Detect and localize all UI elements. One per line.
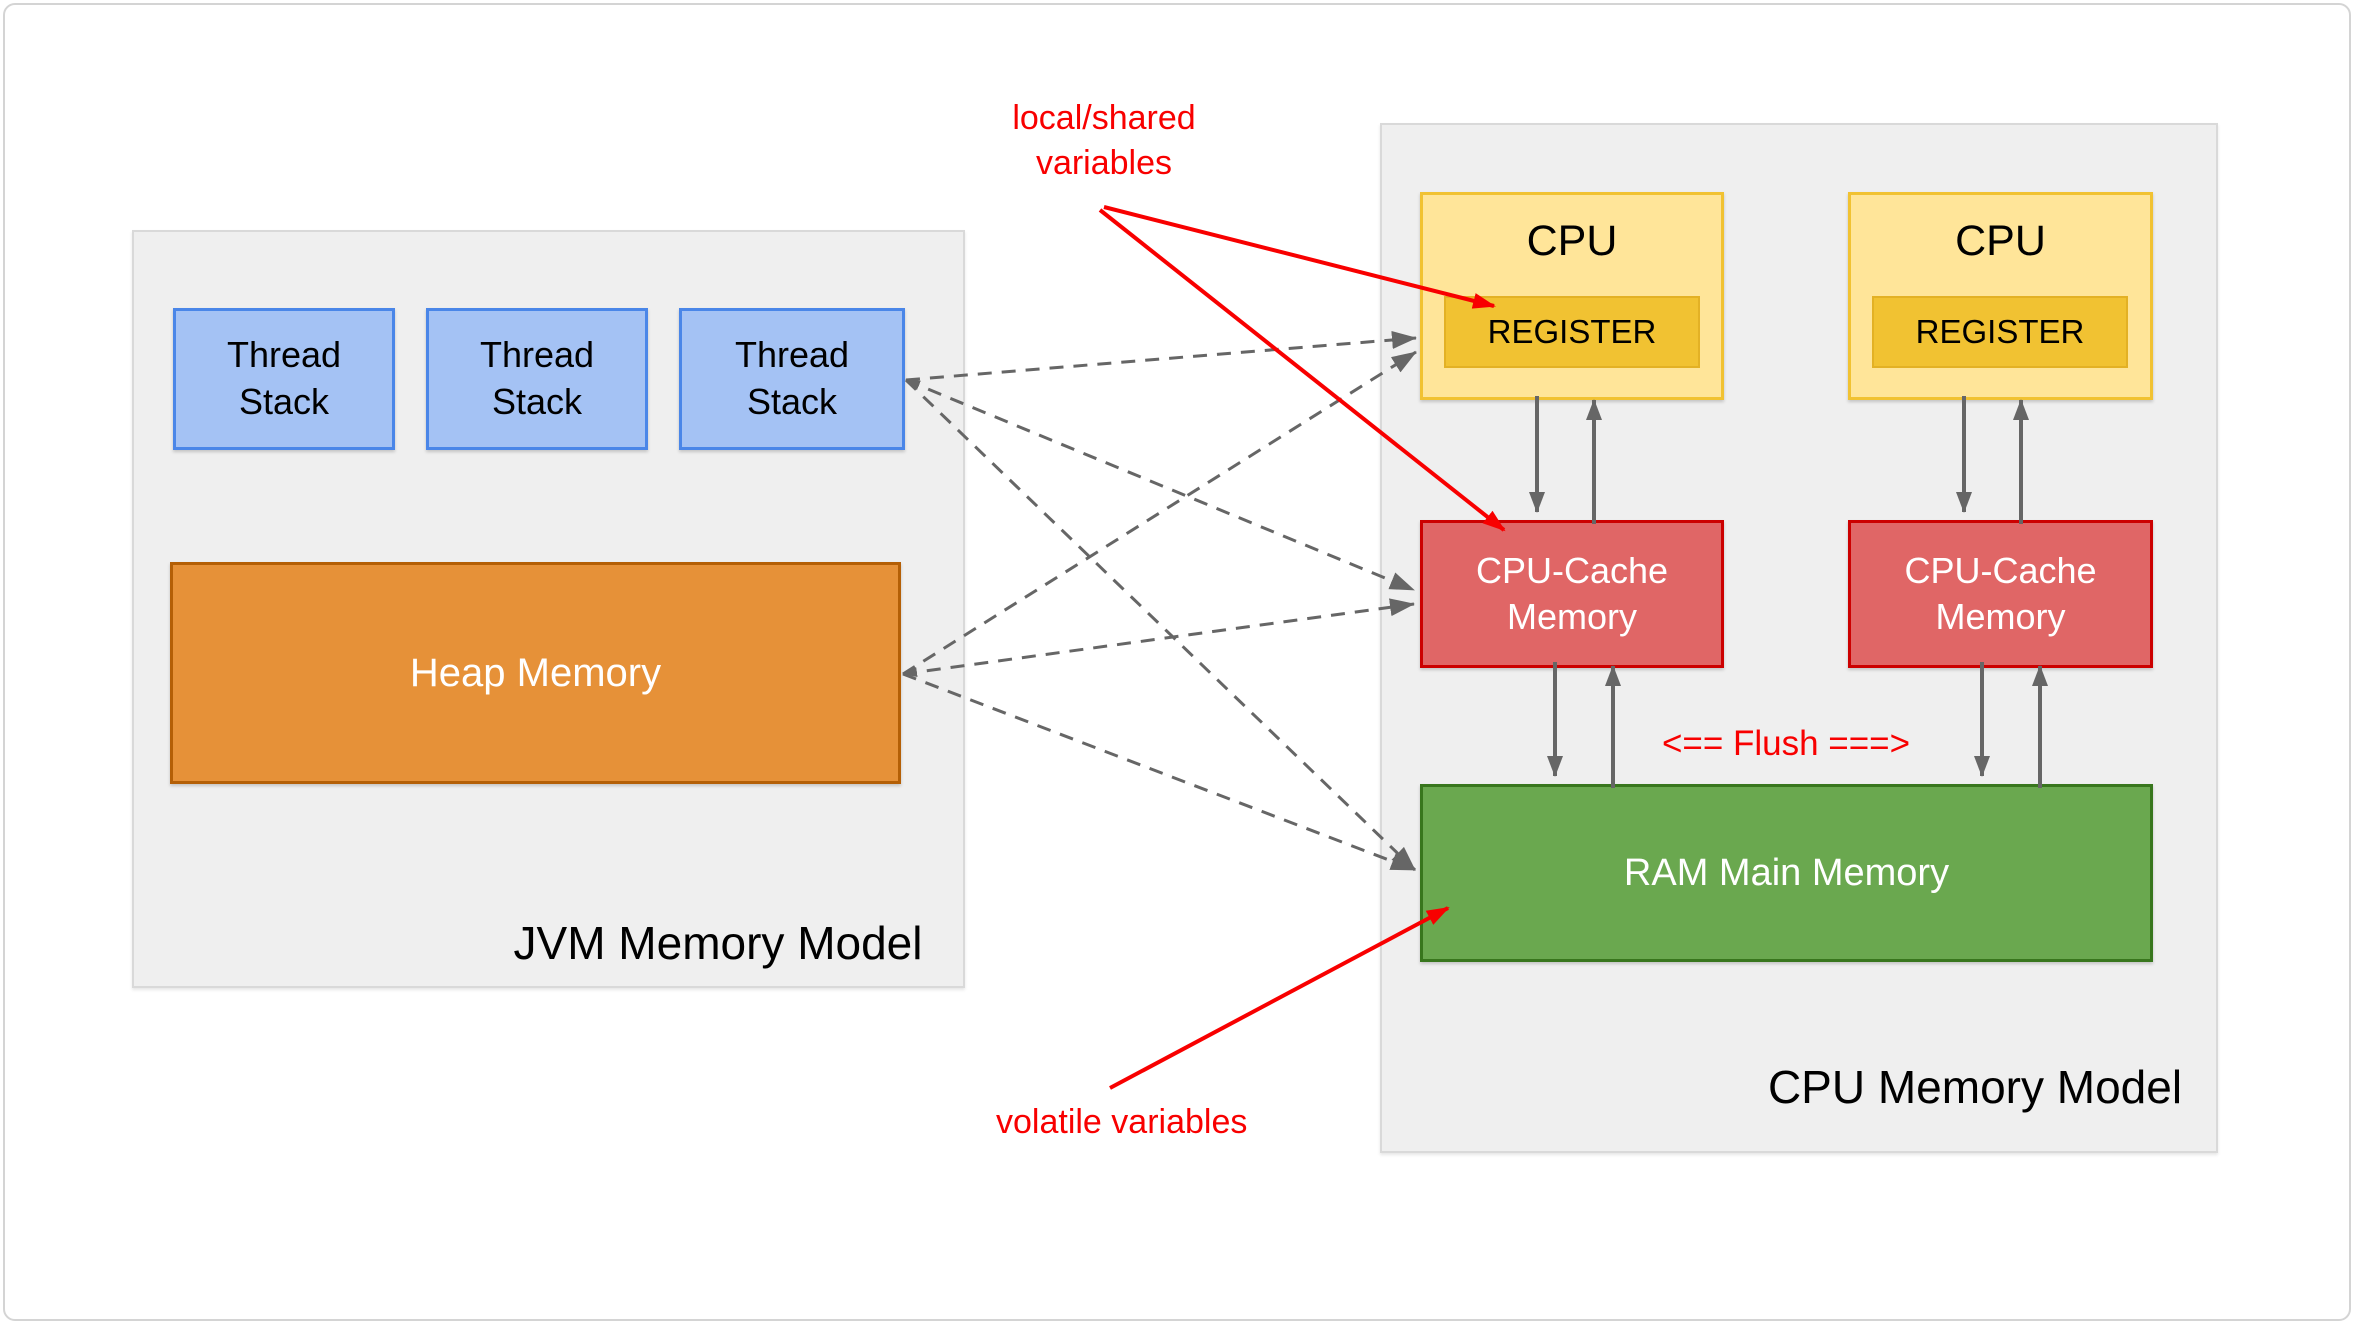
register-label-1: REGISTER xyxy=(1487,313,1657,350)
cpu-label-1: CPU xyxy=(1526,217,1618,265)
local-shared-variables-annotation: local/shared variables xyxy=(1012,99,1196,182)
cpu-cache-box-2: CPU-Cache Memory xyxy=(1848,520,2153,668)
flush-annotation: <== Flush ===> xyxy=(1661,724,1911,763)
volatile-variables-annotation: volatile variables xyxy=(996,1103,1248,1141)
thread-stack-box-2: Thread Stack xyxy=(426,308,648,450)
thread-stack-box-3: Thread Stack xyxy=(679,308,905,450)
jvm-panel-title: JVM Memory Model xyxy=(513,917,923,969)
register-box-1: REGISTER xyxy=(1444,296,1700,368)
heap-memory-label: Heap Memory xyxy=(409,650,662,695)
thread-stack-label-3: Thread Stack xyxy=(734,334,850,422)
cpu-panel-title: CPU Memory Model xyxy=(1767,1061,2183,1113)
cpu-cache-box-1: CPU-Cache Memory xyxy=(1420,520,1724,668)
register-label-2: REGISTER xyxy=(1915,313,2085,350)
cpu-cache-label-2: CPU-Cache Memory xyxy=(1904,549,2097,637)
thread-stack-label-2: Thread Stack xyxy=(479,334,595,422)
thread-stack-box-1: Thread Stack xyxy=(173,308,395,450)
cpu-label-2: CPU xyxy=(1955,217,2046,265)
register-box-2: REGISTER xyxy=(1872,296,2128,368)
heap-memory-box: Heap Memory xyxy=(170,562,901,784)
ram-main-memory-box: RAM Main Memory xyxy=(1420,784,2153,962)
cpu-cache-label-1: CPU-Cache Memory xyxy=(1475,549,1669,637)
dashed-connectors xyxy=(902,331,1417,872)
thread-stack-label-1: Thread Stack xyxy=(226,334,342,422)
ram-main-memory-label: RAM Main Memory xyxy=(1623,851,1950,894)
